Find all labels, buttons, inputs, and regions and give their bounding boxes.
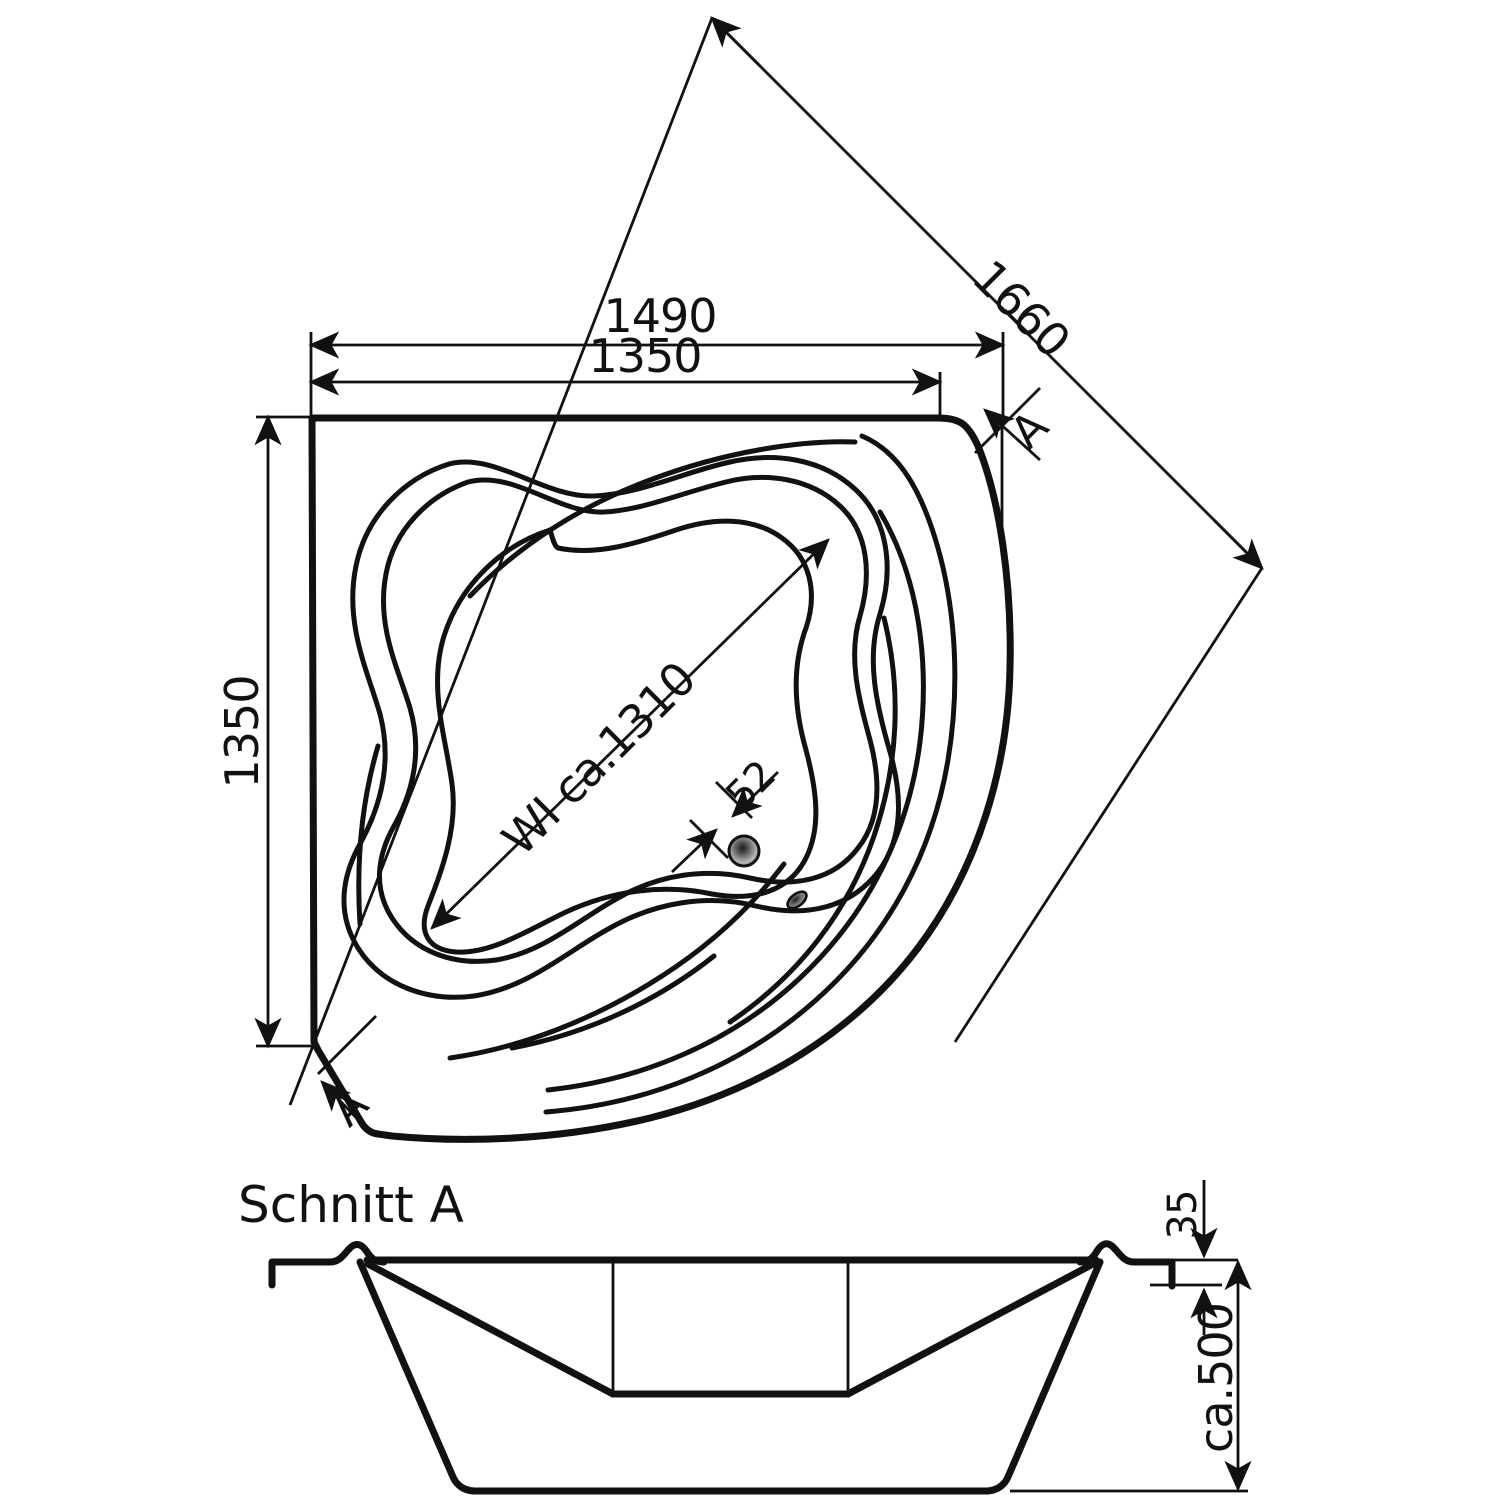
tub-rim-inner-contour [543,433,958,1115]
dimension-top-1490: 1490 [603,289,716,343]
drain-fitting [727,834,761,868]
tub-ledge-line-top [467,439,858,599]
section-basin-inner-right [844,1260,1097,1398]
dimension-interior-diagonal: WI ca.1310 [492,652,706,866]
section-shell-left [356,1258,479,1495]
tub-rim-contour-2 [545,509,926,1093]
dimension-rim-35: 35 [1160,1191,1206,1240]
dimension-diagonal-1660: 1660 [962,250,1080,368]
section-basin-inner-left [364,1260,617,1398]
section-mark-a-bottom-left [317,1015,377,1131]
tub-ledge-line-bottom-2 [509,953,717,1051]
dimension-drain-52: 52 [717,752,784,819]
section-inner-detail [611,1262,850,1394]
dimension-left-1350: 1350 [215,675,269,788]
dimension-top-1350: 1350 [588,329,701,383]
drain-dimension [671,770,779,874]
dimension-35-lines [1140,1180,1238,1335]
plan-view: 1660 1490 1350 1350 [215,16,1264,1143]
section-view-title: Schnitt A [238,1176,464,1234]
dimension-left-1350-line [254,414,312,1049]
section-view: Schnitt A [238,1176,1252,1495]
dimension-top-1350-line [308,368,943,420]
tub-rim-contour-3 [727,615,898,1025]
section-right-flange [1076,1240,1176,1290]
section-shell-right [982,1258,1104,1495]
dimension-500-lines [1010,1259,1252,1493]
section-mark-a-top-right [974,387,1041,540]
overflow-fitting [786,890,808,910]
diagonal-overall-dimension [288,16,1264,1106]
dimension-depth-500: ca.500 [1189,1303,1243,1453]
tub-outer-outline [308,414,1014,1143]
tub-ledge-line-left [356,743,381,927]
section-mark-label-top: A [1001,401,1058,458]
dimension-interior-diagonal-line [430,538,830,930]
